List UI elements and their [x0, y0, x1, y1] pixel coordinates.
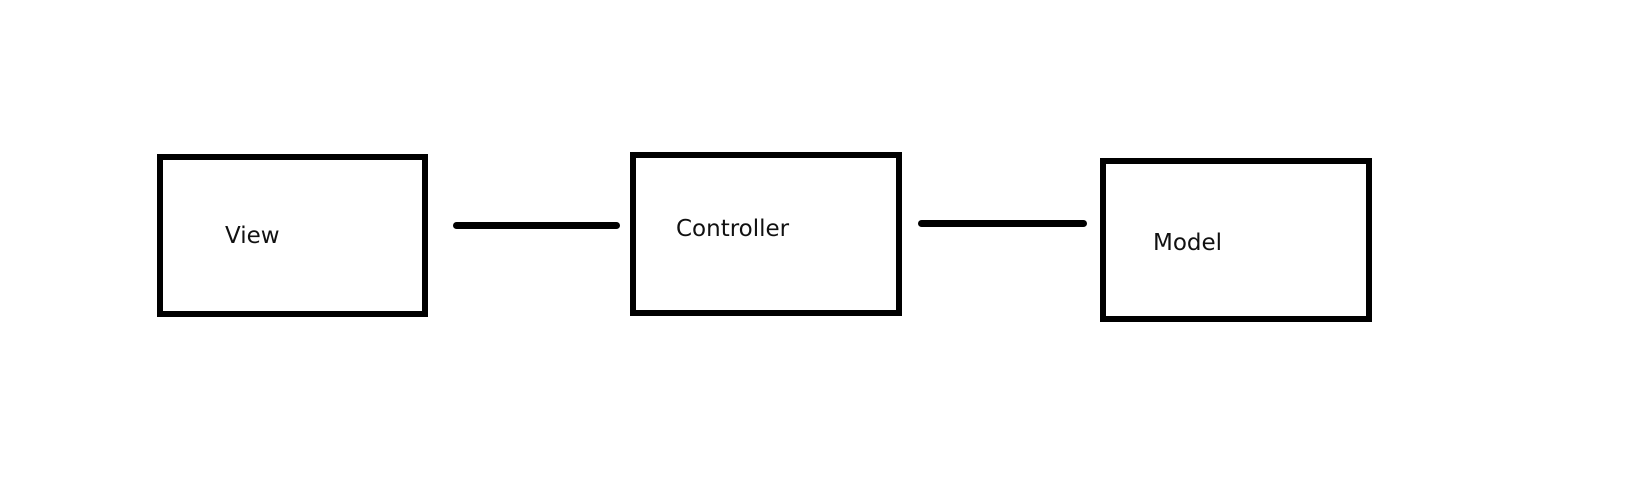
model-label: Model	[1153, 230, 1223, 256]
model-box	[1100, 158, 1372, 322]
view-label: View	[225, 223, 280, 249]
view-box	[157, 154, 428, 317]
controller-label: Controller	[676, 216, 790, 242]
controller-box	[630, 152, 902, 316]
controller-model-connector	[918, 220, 1087, 227]
view-controller-connector	[453, 222, 620, 229]
